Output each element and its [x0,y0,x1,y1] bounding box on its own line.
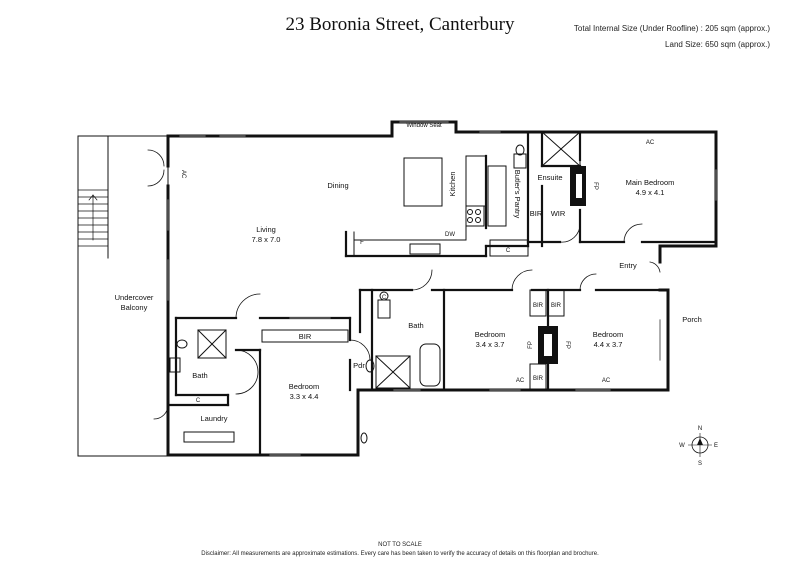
land-size-text: Land Size: 650 sqm (approx.) [665,40,770,49]
wir-label: WIR [551,209,566,218]
ac-bedroom1-label: AC [602,378,611,384]
ac-entry-label: AC [180,170,186,179]
bir-bedroom3-label: BIR [299,332,312,341]
compass-s: S [698,461,702,467]
undercover-balcony-label: Undercover [115,293,154,302]
pantry-cupboard-label: C [506,248,511,254]
bedroom2-size: 3.4 x 3.7 [476,340,505,349]
door-swings [147,149,661,420]
fridge-label: F [360,240,364,246]
main-bedroom-label: Main Bedroom [626,178,675,187]
bath-left-label: Bath [192,371,207,380]
bedroom1-size: 4.4 x 3.7 [594,340,623,349]
fp-bedroom1-label: FP [564,341,570,349]
windows [167,121,717,456]
compass-w: W [679,443,685,449]
living-label: Living [256,225,276,234]
fp-bedroom2-label: FP [528,341,534,349]
compass: N E S W [679,426,718,467]
kitchen-fixtures [353,144,527,257]
dining-label: Dining [327,181,348,190]
bath-cupboard-label: C [382,295,387,301]
bath-fixtures [169,291,441,444]
bath-mid-label: Bath [408,321,423,330]
stairs [77,189,109,247]
window-seat-label: Window Seat [406,123,442,129]
bir-bedroom1-label: BIR [551,303,562,309]
laundry-cupboard-label: C [196,398,201,404]
compass-n: N [698,426,702,432]
bedroom1-label: Bedroom [593,330,623,339]
ac-main-label: AC [646,140,655,146]
disclaimer: Disclaimer: All measurements are approxi… [201,551,599,557]
main-bedroom-size: 4.9 x 4.1 [636,188,665,197]
living-size: 7.8 x 7.0 [252,235,281,244]
butlers-pantry-label: Butler's Pantry [513,170,522,219]
laundry-label: Laundry [200,414,227,423]
compass-e: E [714,443,718,449]
dishwasher-label: DW [445,232,455,238]
bir-bedroom2-label: BIR [533,303,544,309]
ac-bedroom2-label: AC [516,378,525,384]
bedroom2-label: Bedroom [475,330,505,339]
entry-label: Entry [619,261,637,270]
bedroom3-size: 3.3 x 4.4 [290,392,319,401]
cupboards [197,131,581,391]
internal-size-text: Total Internal Size (Under Roofline) : 2… [573,24,770,33]
undercover-balcony-label-2: Balcony [121,303,148,312]
fp-main-label: FP [592,182,598,190]
bedroom3-label: Bedroom [289,382,319,391]
powder-room-label: Pdr [353,361,365,370]
bir-main-label: BIR [530,209,543,218]
ensuite-label: Ensuite [537,173,562,182]
page-title: 23 Boronia Street, Canterbury [285,14,515,35]
porch-label: Porch [682,315,702,324]
not-to-scale: NOT TO SCALE [378,542,422,548]
bir-bedroom2-lower-label: BIR [533,376,544,382]
kitchen-label: Kitchen [448,171,457,196]
